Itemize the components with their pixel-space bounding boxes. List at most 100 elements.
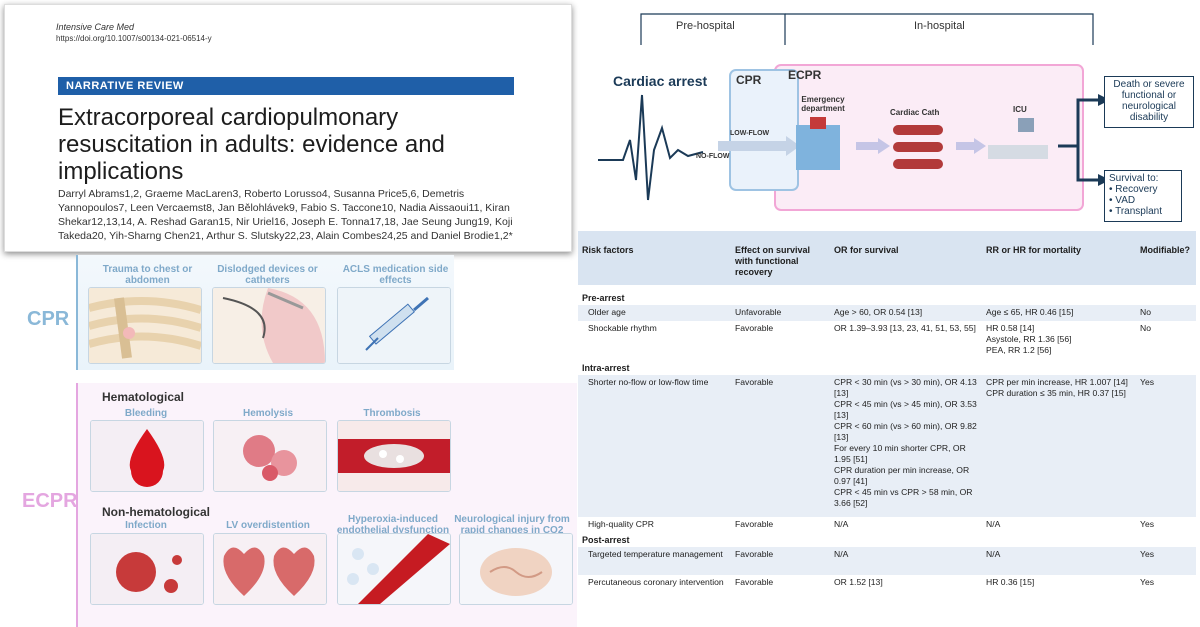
cell-rr: HR 0.36 [15] [986, 577, 1035, 587]
header-risk-factors: Risk factors [582, 245, 634, 255]
tile-trauma-image [88, 287, 202, 364]
no-flow-label: NO-FLOW [696, 153, 730, 160]
cardiac-arrest-label: Cardiac arrest [613, 73, 708, 89]
cell-or: Age > 60, OR 0.54 [13] [834, 307, 923, 317]
cell-or: N/A [834, 519, 849, 529]
ecpr-box-label: ECPR [788, 68, 822, 82]
cell-effect: Favorable [735, 519, 774, 529]
timeline-svg [598, 13, 1110, 211]
emergency-department-label: Emergency department [801, 95, 845, 113]
cell-modifiable: No [1140, 307, 1151, 317]
phase-in-hospital: In-hospital [914, 20, 965, 32]
ecpr-section-label: ECPR [22, 490, 78, 512]
cpr-box-label: CPR [736, 73, 762, 87]
cell-factor: Shockable rhythm [588, 323, 657, 333]
cell-modifiable: Yes [1140, 519, 1155, 529]
outcome-death-box: Death or severe functional or neurologic… [1104, 76, 1194, 128]
author-list: Darryl Abrams1,2, Graeme MacLaren3, Robe… [58, 188, 513, 242]
tile-title-trauma: Trauma to chest or abdomen [102, 264, 193, 286]
header-modifiable: Modifiable? [1140, 245, 1190, 255]
heart-icon [214, 534, 326, 604]
tile-hyperoxia-image [337, 533, 451, 605]
tile-title-infection: Infection [125, 520, 167, 531]
tile-title-dislodged: Dislodged devices or catheters [217, 264, 318, 286]
tile-infection-image [90, 533, 204, 605]
table-row: Targeted temperature management Favorabl… [578, 547, 1196, 575]
table-row: Shorter no-flow or low-flow time Favorab… [578, 375, 1196, 517]
cell-effect: Favorable [735, 577, 774, 587]
cell-or: N/A [834, 549, 849, 559]
outcome-survival-box: Survival to: • Recovery • VAD • Transpla… [1104, 170, 1182, 222]
phase-pre-hospital: Pre-hospital [676, 20, 735, 32]
cell-rr: CPR per min increase, HR 1.007 [14] CPR … [986, 377, 1128, 398]
cell-modifiable: Yes [1140, 549, 1155, 559]
tile-thrombosis-image [337, 420, 451, 492]
cardiac-cath-label: Cardiac Cath [890, 108, 940, 117]
tile-lv-image [213, 533, 327, 605]
section-pre-arrest: Pre-arrest [578, 291, 1196, 305]
section-intra-arrest: Intra-arrest [578, 361, 1196, 375]
cell-modifiable: No [1140, 323, 1151, 333]
vessel-clot-icon [338, 421, 450, 491]
cell-or: CPR < 30 min (vs > 30 min), OR 4.13 [13]… [834, 377, 977, 508]
ecpr-timeline-diagram: Pre-hospital In-hospital Cardiac arrest … [578, 0, 1200, 225]
red-cells-icon [214, 421, 326, 491]
tile-title-thrombosis: Thrombosis [363, 408, 421, 419]
table-row: High-quality CPR Favorable N/A N/A Yes [578, 517, 1196, 533]
cell-effect: Favorable [735, 377, 774, 387]
cell-factor: Targeted temperature management [588, 549, 723, 559]
cell-or: OR 1.39–3.93 [13, 23, 41, 51, 53, 55] [834, 323, 976, 333]
cell-rr: N/A [986, 519, 1001, 529]
section-post-arrest: Post-arrest [578, 533, 1196, 547]
cell-rr: HR 0.58 [14] Asystole, RR 1.36 [56] PEA,… [986, 323, 1072, 355]
ribcage-icon [89, 288, 201, 363]
cell-or: OR 1.52 [13] [834, 577, 883, 587]
journal-name: Intensive Care Med [56, 22, 135, 32]
cell-factor: Older age [588, 307, 626, 317]
catheter-icon [213, 288, 325, 363]
header-effect: Effect on survival with functional recov… [735, 245, 811, 277]
survival-item-transplant: • Transplant [1109, 206, 1162, 217]
tile-title-acls: ACLS medication side effects [342, 264, 449, 286]
tile-title-neuro: Neurological injury from rapid changes i… [454, 514, 570, 536]
low-flow-label: LOW-FLOW [730, 130, 770, 137]
tile-acls-image [337, 287, 451, 364]
cell-effect: Favorable [735, 549, 774, 559]
table-header-row: Risk factors Effect on survival with fun… [578, 231, 1196, 285]
article-category-banner: NARRATIVE REVIEW [58, 77, 514, 95]
oxygen-vessel-icon [338, 534, 450, 604]
cell-modifiable: Yes [1140, 377, 1155, 387]
survival-item-vad: • VAD [1109, 195, 1136, 206]
table-row: Percutaneous coronary intervention Favor… [578, 575, 1196, 605]
tile-title-bleeding: Bleeding [124, 408, 168, 419]
tile-dislodged-image [212, 287, 326, 364]
non-hematological-heading: Non-hematological [102, 505, 211, 519]
tile-bleeding-image [90, 420, 204, 492]
cpr-section-label: CPR [27, 308, 70, 330]
risk-factor-table: Risk factors Effect on survival with fun… [578, 231, 1196, 627]
survival-title: Survival to: [1109, 173, 1159, 184]
brain-icon [460, 534, 572, 604]
paper-header-card [4, 4, 572, 252]
icu-label: ICU [1013, 105, 1027, 114]
tile-hemolysis-image [213, 420, 327, 492]
table-row: Older age Unfavorable Age > 60, OR 0.54 … [578, 305, 1196, 321]
header-or: OR for survival [834, 245, 899, 255]
syringe-icon [338, 288, 450, 363]
doi-link[interactable]: https://doi.org/10.1007/s00134-021-06514… [56, 34, 212, 43]
cell-factor: High-quality CPR [588, 519, 654, 529]
cell-effect: Unfavorable [735, 307, 782, 317]
hematological-heading: Hematological [102, 390, 185, 404]
blood-drop-icon [91, 421, 203, 491]
cell-modifiable: Yes [1140, 577, 1155, 587]
tile-title-hemolysis: Hemolysis [242, 408, 294, 419]
table-row: Shockable rhythm Favorable OR 1.39–3.93 … [578, 321, 1196, 361]
cell-rr: Age ≤ 65, HR 0.46 [15] [986, 307, 1074, 317]
tile-title-hyperoxia: Hyperoxia-induced endothelial dysfunctio… [336, 514, 450, 536]
article-title: Extracorporeal cardiopulmonary resuscita… [58, 104, 445, 185]
cell-factor: Percutaneous coronary intervention [588, 577, 724, 587]
virus-icon [91, 534, 203, 604]
cell-factor: Shorter no-flow or low-flow time [588, 377, 709, 387]
tile-title-lv: LV overdistention [226, 520, 310, 531]
tile-neuro-image [459, 533, 573, 605]
